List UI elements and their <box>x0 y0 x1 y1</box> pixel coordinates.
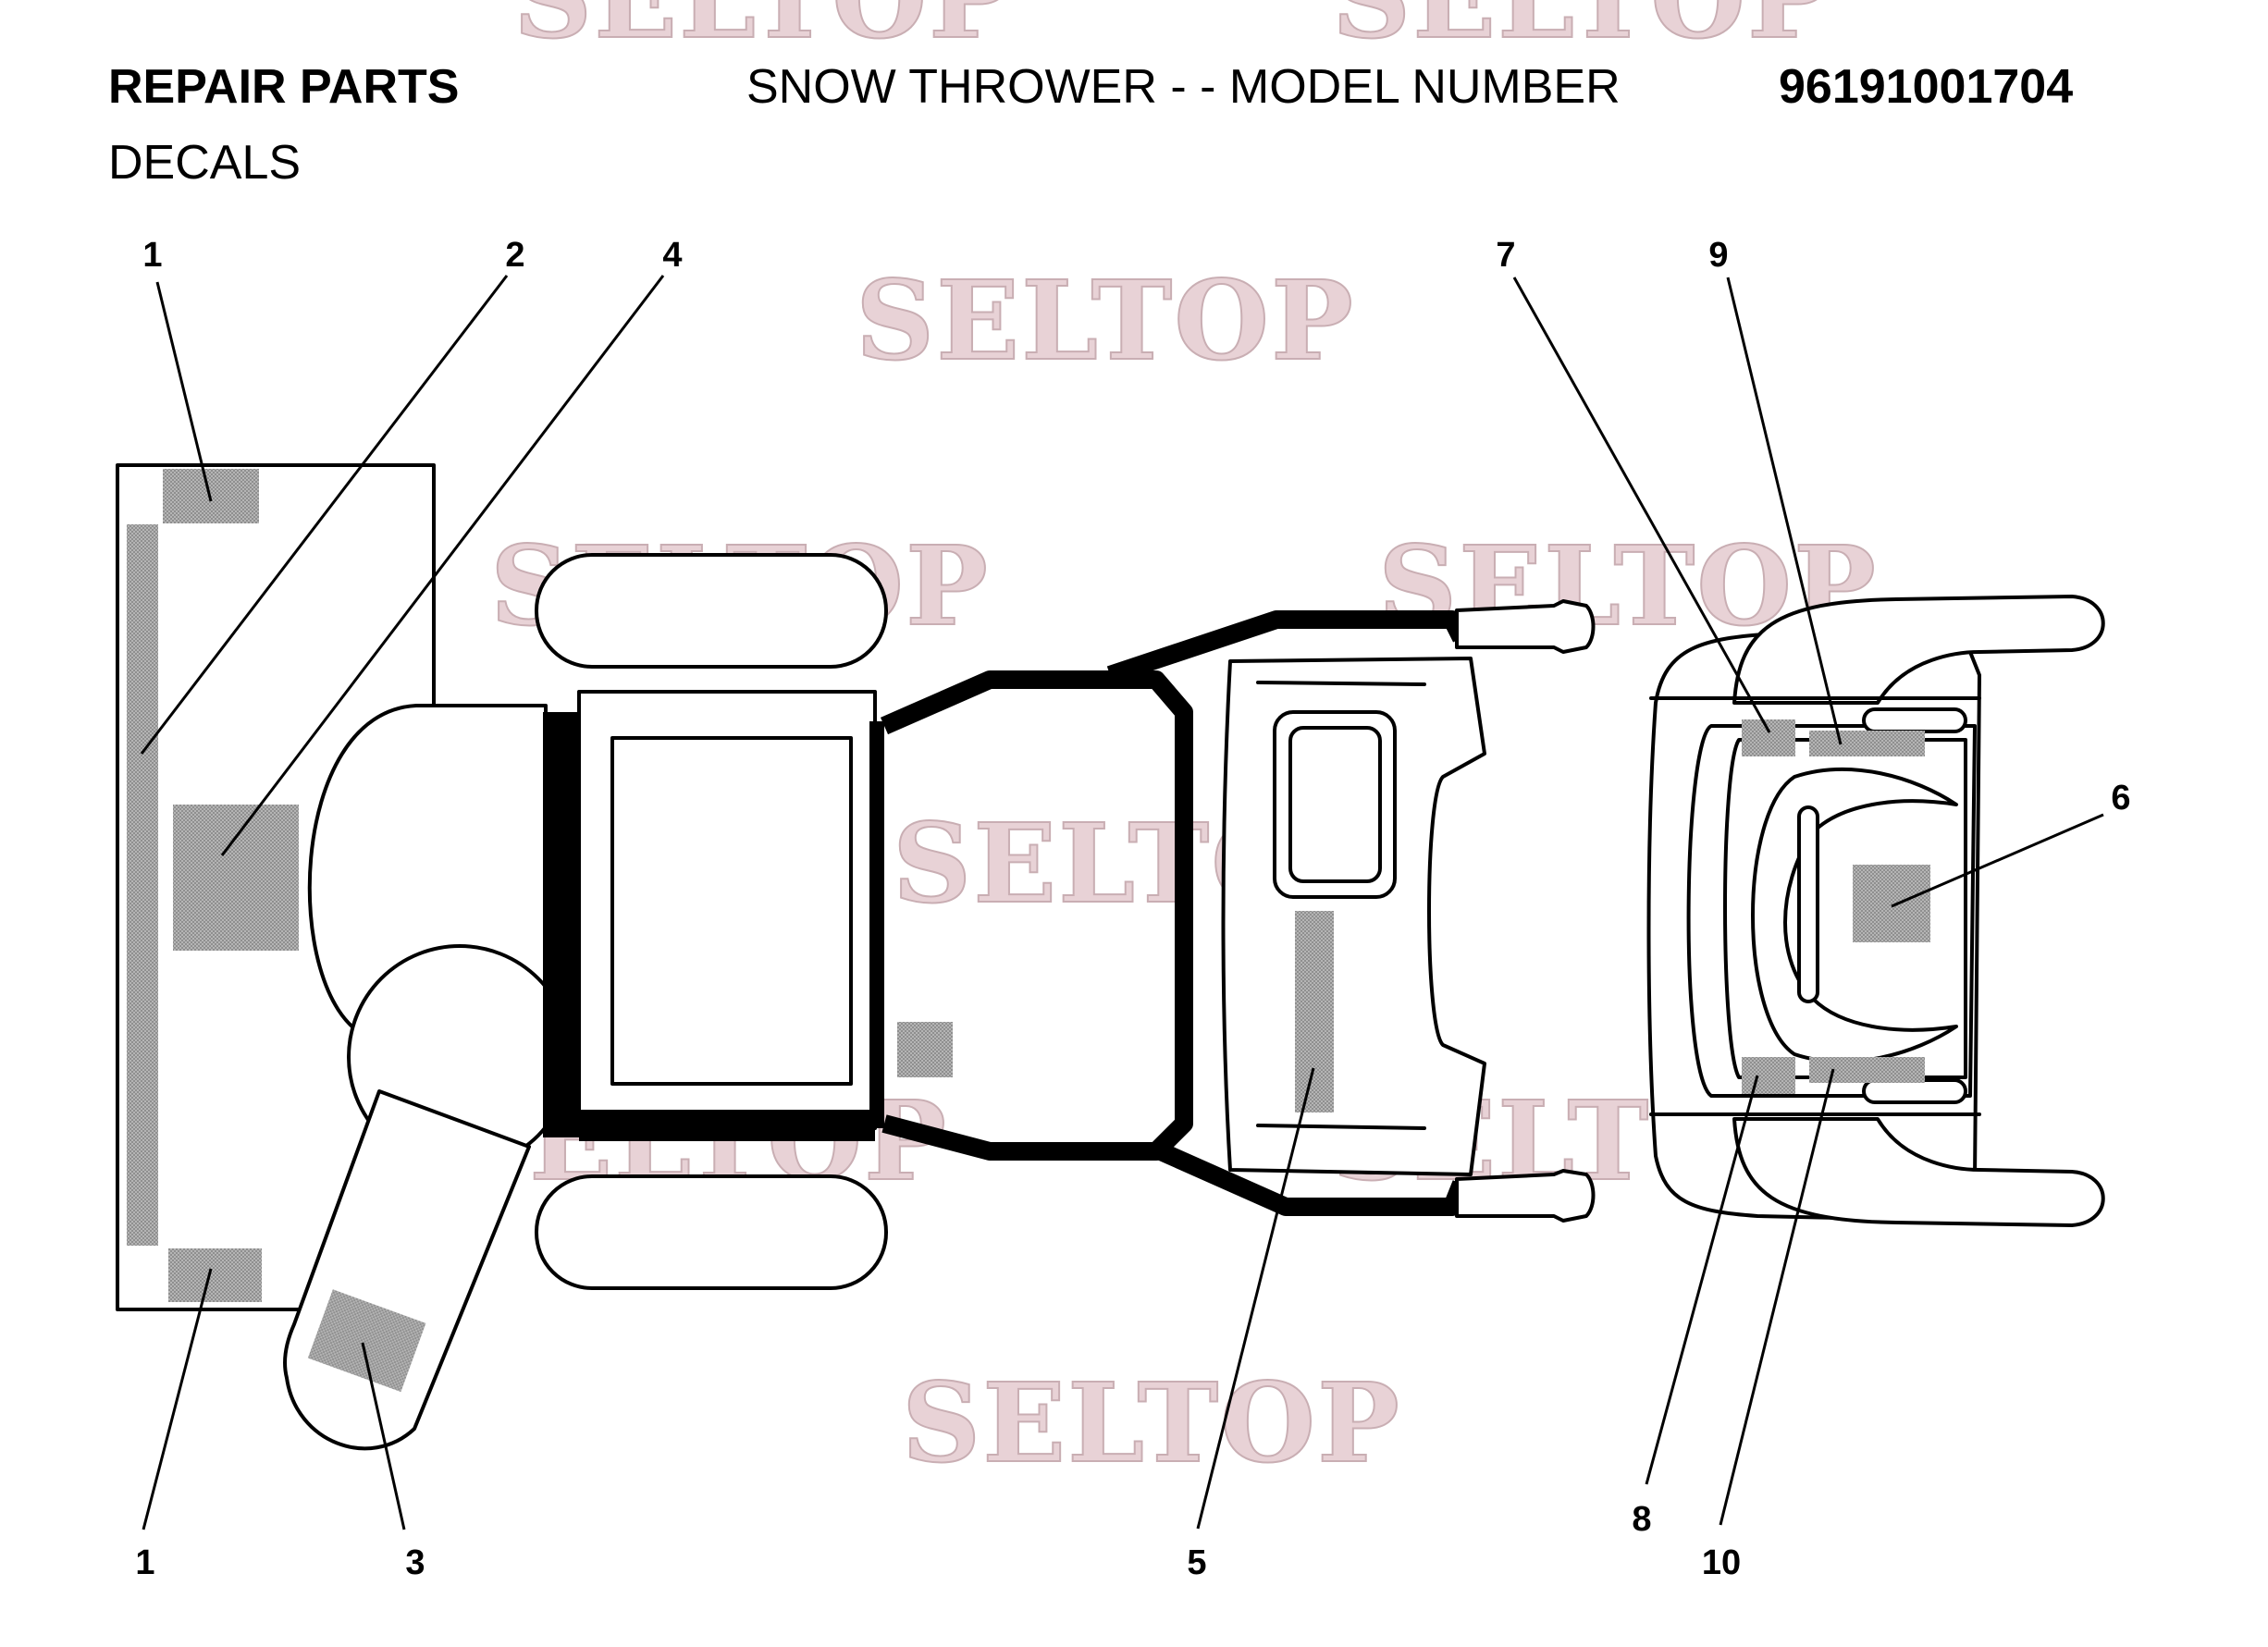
decal-3 <box>307 1289 426 1393</box>
decal-9 <box>1809 731 1925 756</box>
wheel-top <box>535 553 888 669</box>
callout-5: 5 <box>1187 1543 1206 1582</box>
repair-parts-title: REPAIR PARTS <box>108 60 459 114</box>
callout-6: 6 <box>2111 779 2130 817</box>
product-title: SNOW THROWER - - MODEL NUMBER <box>746 60 1621 114</box>
watermark: SELTOP <box>513 0 1013 63</box>
handle-grips <box>1455 599 1596 1223</box>
model-number: 96191001704 <box>1779 60 2073 114</box>
decal-4 <box>173 805 299 951</box>
decal-7 <box>1742 719 1795 756</box>
watermark: SELTOP <box>1332 0 1831 63</box>
leader-lines <box>140 275 2104 1530</box>
callout-3: 3 <box>405 1543 425 1582</box>
callout-9: 9 <box>1708 236 1728 275</box>
callout-1-bottom: 1 <box>135 1543 154 1582</box>
callout-1-top: 1 <box>142 236 162 275</box>
wheel-bottom <box>535 1174 888 1290</box>
callout-4: 4 <box>662 236 682 275</box>
chute-base <box>283 704 573 1451</box>
callout-8: 8 <box>1632 1500 1651 1539</box>
decal-6 <box>1853 865 1930 942</box>
callout-2: 2 <box>505 236 524 275</box>
callout-10: 10 <box>1702 1543 1741 1582</box>
callout-7: 7 <box>1496 236 1515 275</box>
decal-10 <box>1809 1057 1925 1083</box>
decal-engine <box>897 1022 953 1077</box>
decal-8 <box>1742 1057 1795 1094</box>
rear-view <box>1646 595 2105 1227</box>
watermark: SELTOP <box>856 256 1355 385</box>
section-title: DECALS <box>108 136 301 190</box>
decal-5 <box>1295 911 1334 1112</box>
decal-2 <box>127 524 158 1246</box>
watermark: SELTOP <box>902 1358 1401 1487</box>
callout-labels: 1 2 4 7 9 6 1 3 5 8 10 <box>135 236 2130 1582</box>
decal-1-bottom <box>168 1248 262 1302</box>
control-panel <box>1221 657 1486 1176</box>
